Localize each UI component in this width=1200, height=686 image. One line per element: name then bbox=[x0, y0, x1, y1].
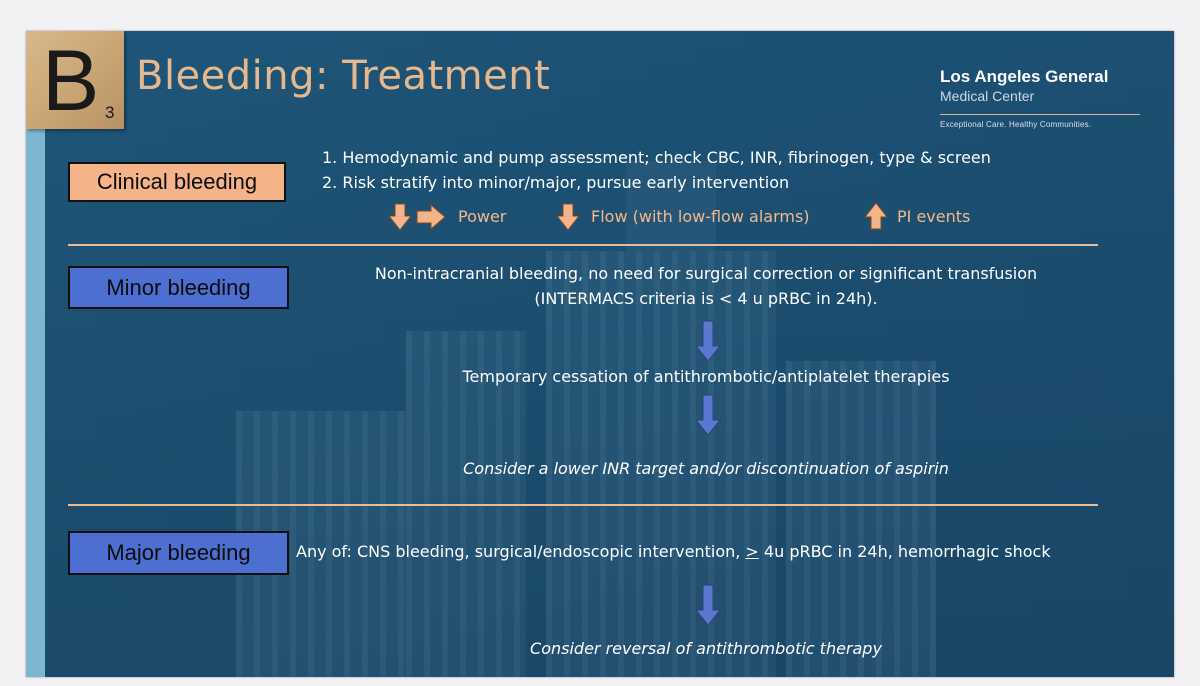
indicator-flow: Flow (with low-flow alarms) bbox=[591, 207, 810, 226]
logo-divider bbox=[940, 114, 1140, 115]
section-divider bbox=[68, 504, 1098, 506]
tile-letter: B bbox=[42, 33, 100, 129]
major-criteria-text: Any of: CNS bleeding, surgical/endoscopi… bbox=[296, 542, 746, 561]
minor-step-2: Consider a lower INR target and/or disco… bbox=[463, 459, 949, 478]
left-stripe bbox=[26, 31, 45, 677]
arrow-up-icon bbox=[863, 202, 889, 230]
background-building bbox=[786, 361, 936, 677]
scrabble-tile-logo: B 3 bbox=[26, 31, 124, 129]
greater-equal-symbol: > bbox=[745, 542, 759, 561]
major-criteria: Any of: CNS bleeding, surgical/endoscopi… bbox=[296, 539, 1051, 564]
minor-step-1: Temporary cessation of antithrombotic/an… bbox=[462, 367, 950, 386]
arrow-down-icon bbox=[387, 203, 413, 231]
background-building bbox=[626, 161, 716, 251]
flow-arrow-down-icon bbox=[694, 394, 722, 436]
minor-definition-line-2: (INTERMACS criteria is < 4 u pRBC in 24h… bbox=[534, 289, 878, 308]
clinical-bleeding-label: Clinical bleeding bbox=[68, 162, 286, 202]
tile-number: 3 bbox=[105, 103, 115, 122]
clinical-step-1: 1. Hemodynamic and pump assessment; chec… bbox=[322, 148, 991, 167]
section-divider bbox=[68, 244, 1098, 246]
hospital-logo: Los Angeles General Medical Center Excep… bbox=[940, 67, 1150, 129]
arrow-down-icon bbox=[555, 203, 581, 231]
logo-name: Los Angeles General bbox=[940, 67, 1109, 86]
major-bleeding-label: Major bleeding bbox=[68, 531, 289, 575]
slide: B 3 Bleeding: Treatment Los Angeles Gene… bbox=[26, 31, 1174, 677]
minor-definition-line-1: Non-intracranial bleeding, no need for s… bbox=[374, 264, 1038, 283]
logo-subtitle: Medical Center bbox=[940, 88, 1035, 104]
background-building bbox=[546, 251, 776, 677]
minor-bleeding-label: Minor bleeding bbox=[68, 266, 289, 309]
flow-arrow-down-icon bbox=[694, 584, 722, 626]
indicator-power: Power bbox=[458, 207, 507, 226]
indicator-pi-events: PI events bbox=[897, 207, 971, 226]
arrow-right-icon bbox=[416, 203, 446, 231]
slide-title: Bleeding: Treatment bbox=[136, 53, 551, 99]
flow-arrow-down-icon bbox=[694, 320, 722, 362]
clinical-step-2: 2. Risk stratify into minor/major, pursu… bbox=[322, 173, 790, 192]
logo-tagline: Exceptional Care. Healthy Communities. bbox=[940, 120, 1092, 129]
major-step-1: Consider reversal of antithrombotic ther… bbox=[530, 639, 882, 658]
major-criteria-text-2: 4u pRBC in 24h, hemorrhagic shock bbox=[758, 542, 1051, 561]
